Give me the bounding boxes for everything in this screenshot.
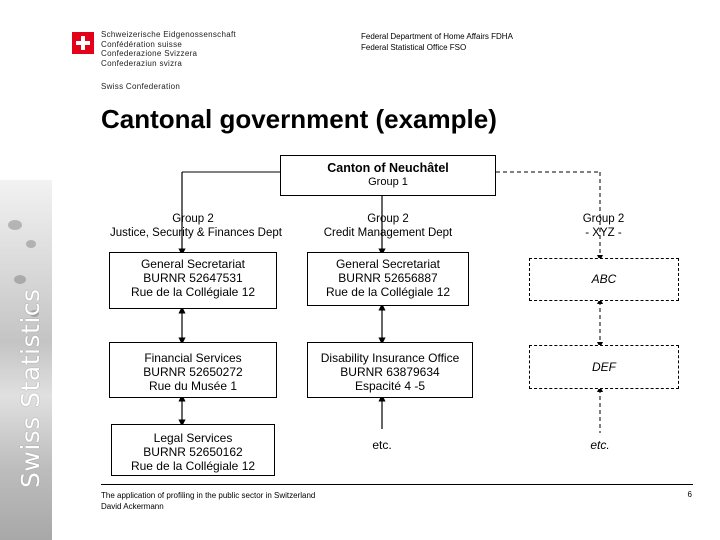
department-name: Credit Management Dept (323, 227, 453, 239)
unit-name: General Secretariat (140, 257, 246, 271)
col1-unit-1: General Secretariat BURNR 52647531 Rue d… (109, 252, 277, 309)
confederation-english: Swiss Confederation (101, 82, 181, 91)
side-photo-strip (0, 180, 52, 540)
footer-divider (101, 484, 693, 485)
unit-burnr: BURNR 63879634 (340, 365, 440, 379)
col3-group-label: Group 2 - XYZ - (529, 212, 678, 240)
col3-unit-2: DEF (529, 345, 679, 389)
root-name: Canton of Neuchâtel (327, 161, 449, 175)
confederation-names: Schweizerische Eidgenossenschaft Confédé… (101, 30, 236, 68)
office-name: Federal Statistical Office FSO (361, 43, 467, 52)
unit-address: Rue du Musée 1 (148, 379, 238, 393)
unit-burnr: BURNR 52650272 (143, 365, 243, 379)
unit-burnr: BURNR 52656887 (338, 271, 438, 285)
col2-etc: etc. (372, 438, 392, 452)
unit-address: Rue de la Collégiale 12 (325, 285, 451, 299)
unit-name: General Secretariat (335, 257, 441, 271)
root-group: Group 1 (368, 176, 408, 188)
unit-address: Rue de la Collégiale 12 (130, 285, 256, 299)
col1-unit-3: Legal Services BURNR 52650162 Rue de la … (111, 424, 275, 476)
group-level: Group 2 (172, 213, 214, 225)
footer-presentation-title: The application of profiling in the publ… (101, 491, 316, 500)
unit-burnr: BURNR 52650162 (143, 445, 243, 459)
department-name: Justice, Security & Finances Dept (110, 227, 282, 239)
col3-etc: etc. (590, 438, 610, 452)
unit-address: Espacité 4 -5 (354, 379, 426, 393)
confederation-line: Confederaziun svizra (101, 58, 183, 68)
unit-name: Legal Services (153, 431, 233, 445)
col2-group-label: Group 2 Credit Management Dept (308, 212, 468, 240)
col1-group-label: Group 2 Justice, Security & Finances Dep… (110, 212, 282, 240)
confederation-line: Confédération suisse (101, 39, 183, 49)
group-level: Group 2 (367, 213, 409, 225)
department-name: - XYZ - (585, 227, 622, 239)
footer-text: The application of profiling in the publ… (101, 490, 315, 512)
footer-author: David Ackermann (101, 502, 164, 511)
department-name: Federal Department of Home Affairs FDHA (361, 32, 513, 41)
col2-unit-2: Disability Insurance Office BURNR 638796… (307, 342, 473, 398)
swiss-flag-icon (72, 32, 94, 54)
col1-unit-2: Financial Services BURNR 52650272 Rue du… (109, 342, 277, 398)
confederation-line: Confederazione Svizzera (101, 49, 198, 58)
unit-name: Disability Insurance Office (320, 351, 460, 365)
unit-address: Rue de la Collégiale 12 (130, 459, 256, 473)
group-level: Group 2 (582, 213, 625, 225)
page-title: Cantonal government (example) (101, 104, 497, 134)
col3-unit-1: ABC (529, 258, 679, 301)
department-info: Federal Department of Home Affairs FDHA … (361, 31, 513, 53)
col2-unit-1: General Secretariat BURNR 52656887 Rue d… (307, 252, 469, 306)
root-canton-box: Canton of Neuchâtel Group 1 (280, 155, 496, 196)
page-number: 6 (687, 490, 692, 499)
confederation-line: Schweizerische Eidgenossenschaft (101, 30, 237, 39)
unit-burnr: BURNR 52647531 (143, 271, 243, 285)
unit-name: Financial Services (144, 351, 242, 365)
